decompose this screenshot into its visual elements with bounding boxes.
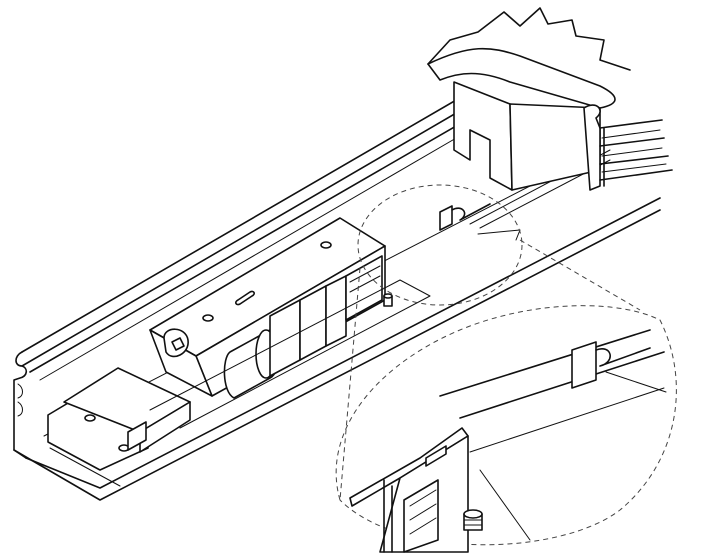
motor-plate-3	[325, 275, 347, 347]
screw-front-left	[84, 414, 96, 422]
detail-source-ellipse	[357, 184, 523, 306]
rail-channel-floor-2	[49, 447, 121, 487]
detail-leader-bottom	[339, 267, 361, 501]
louvre-fins	[599, 119, 673, 187]
clip-small-body	[439, 205, 453, 231]
rail-bottom-edge	[13, 209, 661, 501]
wall-front-face	[453, 81, 513, 191]
wall-block-top	[427, 47, 616, 109]
wall-block	[427, 7, 673, 191]
front-bracket	[127, 421, 147, 451]
top-slot	[235, 290, 255, 306]
carriage	[47, 217, 431, 471]
detail-tab	[425, 445, 447, 467]
carriage-base-plate	[149, 279, 431, 429]
detail-rail-line-2	[459, 351, 665, 419]
detail-clip-strip	[605, 371, 667, 393]
detail-grub-screw-top	[463, 509, 483, 519]
carriage-front-side	[139, 401, 191, 453]
motor-plate-4	[345, 255, 383, 321]
detail-callout	[335, 184, 677, 546]
detail-grub-screw-thread	[463, 519, 483, 526]
louvre-profile	[583, 104, 601, 191]
rail-top-edge-inner-2	[29, 117, 471, 373]
detail-zoom-ellipse	[335, 305, 677, 546]
detail-magnified	[349, 329, 667, 553]
detail-roller	[403, 479, 439, 553]
detail-rail-line-1	[439, 329, 651, 397]
wall-jagged-edge	[427, 7, 631, 71]
detail-leader-top	[519, 239, 641, 311]
rail-top-edge-outer	[21, 91, 471, 353]
detail-clip-loop	[595, 347, 651, 367]
screw-top-right	[320, 241, 332, 249]
rail-bottom-edge-2	[25, 197, 661, 489]
rail-top-edge-inner-1	[21, 104, 471, 367]
detail-rail-line-3	[469, 387, 665, 453]
detail-floor-line	[479, 469, 531, 541]
detail-roller-lines	[409, 489, 437, 535]
rail-top-edge-inner-3	[39, 129, 471, 381]
grub-screw-small-top	[383, 293, 393, 299]
clip-small-strip-2	[477, 229, 521, 241]
detail-carriage-edge	[383, 479, 393, 553]
knob-cap	[171, 337, 185, 351]
motor-plate-line	[349, 265, 381, 293]
clip-small-loop	[451, 203, 491, 221]
screw-top-left	[202, 314, 214, 322]
rail-end-lip	[13, 351, 28, 459]
rail-end-groove	[17, 383, 23, 417]
motor-plate-2	[299, 285, 327, 361]
detail-clip-body	[571, 341, 597, 389]
louvre-inner	[601, 129, 667, 173]
